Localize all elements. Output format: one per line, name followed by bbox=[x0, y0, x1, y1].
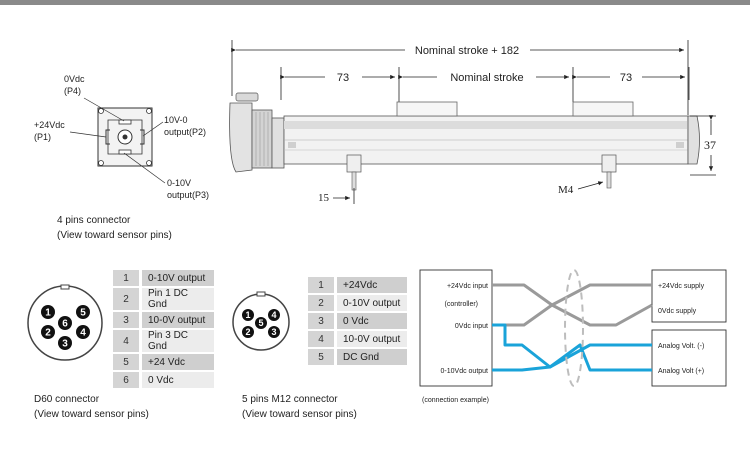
wiring-right-label-4: Analog Volt (+) bbox=[658, 368, 704, 375]
wiring-left-label-4: 0-10Vdc output bbox=[441, 368, 489, 375]
pin-label-p1: +24Vdc (P1) bbox=[34, 120, 65, 142]
wiring-caption: (connection example) bbox=[422, 397, 489, 404]
m12-pin-3: 3 bbox=[271, 327, 276, 337]
m12-pin-1: 1 bbox=[245, 310, 250, 320]
m12-connector-diagram: 1 2 3 4 5 bbox=[232, 291, 290, 351]
m12-pin-4: 4 bbox=[271, 310, 276, 320]
wiring-left-label-2: (controller) bbox=[445, 301, 478, 308]
m12-pin-5: 5 bbox=[258, 318, 263, 328]
d60-pin-4: 4 bbox=[80, 328, 86, 339]
cable-shield bbox=[564, 269, 584, 387]
right-offset-label: 73 bbox=[620, 72, 632, 84]
total-length-dimension bbox=[231, 40, 689, 115]
wiring-left-label-3: 0Vdc input bbox=[455, 323, 488, 330]
pin-label-p3: 0-10V output(P3) bbox=[167, 178, 210, 200]
left-offset-label: 73 bbox=[337, 72, 349, 84]
signal-wires bbox=[492, 323, 652, 372]
thread-callout bbox=[577, 181, 604, 190]
m12-caption: 5 pins M12 connector (View toward sensor… bbox=[242, 394, 357, 420]
d60-pin-1: 1 bbox=[45, 308, 51, 319]
side-dimension-label: 15 bbox=[318, 192, 330, 204]
stroke-dimension bbox=[280, 67, 690, 102]
side-dimension bbox=[333, 188, 355, 204]
d60-pin-3: 3 bbox=[62, 339, 68, 350]
height-dimension bbox=[690, 115, 716, 176]
pin-label-p2: 10V-0 output(P2) bbox=[164, 115, 207, 137]
wiring-right-label-1: +24Vdc supply bbox=[658, 283, 705, 290]
sensor-body bbox=[229, 92, 700, 191]
table-row: 5+24 Vdc bbox=[113, 354, 214, 370]
d60-pin-6: 6 bbox=[62, 319, 68, 330]
controller-box bbox=[419, 269, 493, 387]
wiring-right-label-3: Analog Volt. (-) bbox=[658, 343, 704, 350]
thread-label: M4 bbox=[558, 184, 574, 196]
d60-caption: D60 connector (View toward sensor pins) bbox=[34, 394, 149, 420]
stroke-label: Nominal stroke bbox=[450, 72, 523, 84]
power-wires bbox=[492, 283, 653, 327]
total-length-label: Nominal stroke + 182 bbox=[415, 45, 519, 57]
d60-pin-2: 2 bbox=[45, 328, 51, 339]
d60-pin-5: 5 bbox=[80, 308, 86, 319]
connector4-caption: 4 pins connector (View toward sensor pin… bbox=[57, 215, 172, 241]
top-bar bbox=[0, 0, 750, 5]
wiring-right-label-2: 0Vdc supply bbox=[658, 308, 697, 315]
m12-pin-2: 2 bbox=[245, 327, 250, 337]
height-label: 37 bbox=[704, 138, 716, 152]
wiring-left-label-1: +24Vdc input bbox=[447, 283, 488, 290]
pin-label-p4: 0Vdc (P4) bbox=[64, 74, 85, 96]
analog-box bbox=[651, 329, 727, 387]
supply-box bbox=[651, 269, 727, 323]
table-row: 1+24Vdc bbox=[308, 277, 407, 293]
d60-connector-diagram: 1 2 3 4 5 6 bbox=[27, 284, 103, 361]
